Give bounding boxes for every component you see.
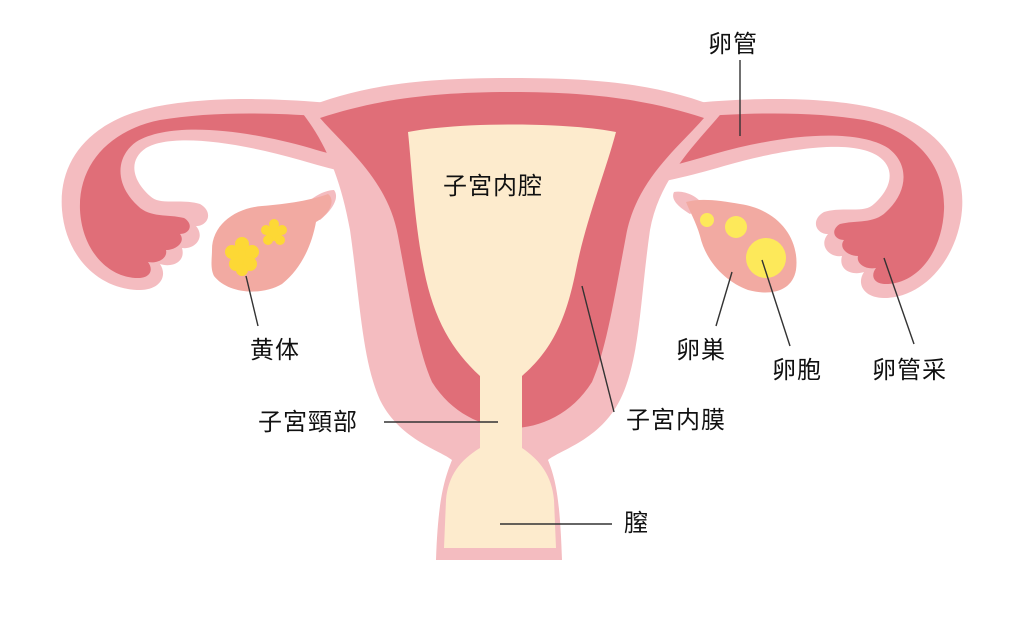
label-cervix: 子宮頸部: [258, 408, 358, 436]
label-follicle: 卵胞: [772, 356, 822, 384]
leader-ovary: [715, 271, 733, 327]
leader-lines: [245, 60, 915, 525]
leader-corpus-luteum: [245, 275, 259, 327]
leader-endometrium: [581, 285, 615, 413]
corpus-luteum-icon: [225, 219, 287, 276]
label-endometrium: 子宮内膜: [626, 406, 726, 434]
label-fimbriae: 卵管采: [872, 356, 947, 384]
uterus-body: [300, 78, 724, 560]
label-vagina: 膣: [624, 509, 649, 537]
leader-follicle: [761, 259, 791, 347]
label-uterine-cavity: 子宮内腔: [443, 172, 543, 200]
left-fallopian-tube: [61, 99, 401, 290]
label-fallopian-tube: 卵管: [708, 30, 758, 58]
leader-fimbriae: [883, 257, 915, 345]
left-ovary: [211, 190, 337, 292]
right-ovary: [673, 191, 797, 293]
right-fallopian-tube: [624, 99, 963, 298]
label-corpus-luteum: 黄体: [250, 336, 300, 364]
label-ovary: 卵巣: [676, 336, 726, 364]
follicle-icon: [700, 213, 786, 278]
